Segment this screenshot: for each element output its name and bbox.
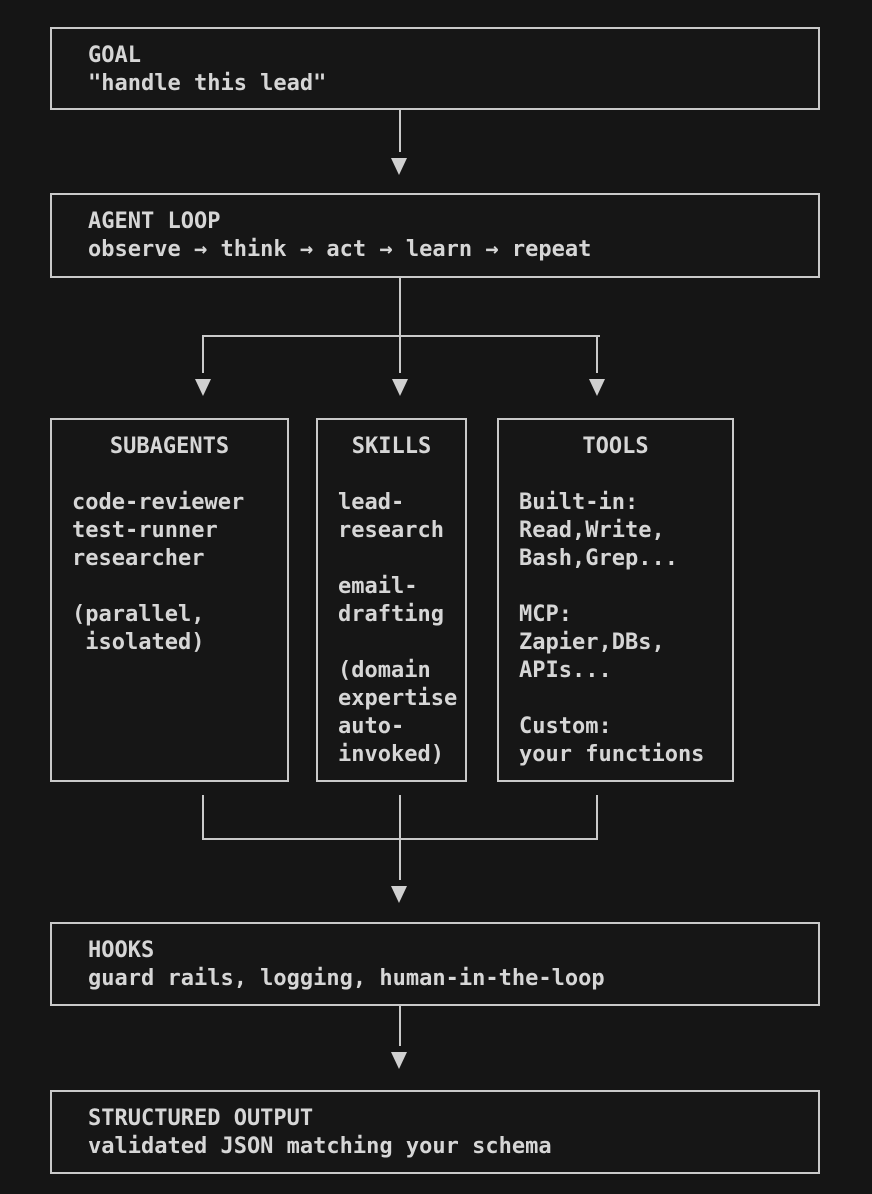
connector-merge-left-riser — [202, 795, 204, 840]
subagents-box: SUBAGENTS code-reviewer test-runner rese… — [50, 418, 289, 782]
connector-branch-left-drop — [202, 335, 204, 373]
subagents-list: code-reviewer test-runner researcher (pa… — [72, 490, 245, 655]
connector-branch-right-drop — [596, 335, 598, 373]
structured-output-subtitle: validated JSON matching your schema — [88, 1134, 552, 1159]
goal-title: GOAL — [88, 43, 141, 68]
tools-title: TOOLS — [582, 434, 649, 459]
subagents-title: SUBAGENTS — [109, 434, 230, 459]
connector-branch-center-drop — [399, 335, 401, 373]
tools-list: Built-in: Read,Write, Bash,Grep... MCP: … — [519, 490, 705, 767]
connector-agentloop-branch-stem — [399, 278, 401, 337]
down-arrowhead-icon — [391, 1052, 407, 1069]
structured-output-box: STRUCTURED OUTPUT validated JSON matchin… — [50, 1090, 820, 1174]
skills-list: lead- research email- drafting (domain e… — [338, 490, 458, 767]
agent-loop-title: AGENT LOOP — [88, 209, 221, 234]
connector-goal-to-agentloop-line — [399, 110, 401, 152]
skills-title: SKILLS — [351, 434, 432, 459]
down-arrowhead-icon — [392, 379, 408, 396]
down-arrowhead-icon — [391, 886, 407, 903]
connector-hooks-to-output-line — [399, 1006, 401, 1046]
skills-box: SKILLS lead- research email- drafting (d… — [316, 418, 467, 782]
hooks-title: HOOKS — [88, 938, 155, 963]
goal-box: GOAL "handle this lead" — [50, 27, 820, 110]
down-arrowhead-icon — [391, 158, 407, 175]
structured-output-title: STRUCTURED OUTPUT — [88, 1106, 314, 1131]
goal-subtitle: "handle this lead" — [88, 71, 327, 96]
hooks-box: HOOKS guard rails, logging, human-in-the… — [50, 922, 820, 1006]
agent-loop-box: AGENT LOOP observe → think → act → learn… — [50, 193, 820, 278]
connector-branch-horizontal — [202, 335, 600, 337]
down-arrowhead-icon — [589, 379, 605, 396]
tools-box: TOOLS Built-in: Read,Write, Bash,Grep...… — [497, 418, 734, 782]
down-arrowhead-icon — [195, 379, 211, 396]
connector-merge-center-stem — [399, 795, 401, 880]
agent-loop-subtitle: observe → think → act → learn → repeat — [88, 237, 592, 262]
hooks-subtitle: guard rails, logging, human-in-the-loop — [88, 966, 605, 991]
connector-merge-right-riser — [596, 795, 598, 840]
